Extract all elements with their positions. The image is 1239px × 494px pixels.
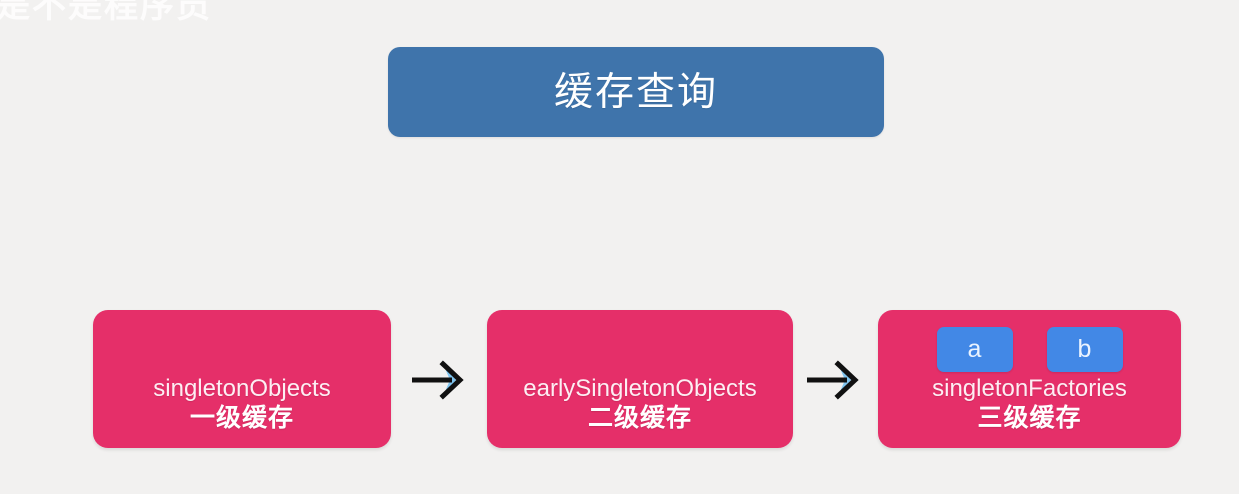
arrow-right-icon-2 (805, 358, 867, 402)
arrow-right-icon-1 (410, 358, 472, 402)
cache-level-label: 一级缓存 (189, 403, 294, 432)
cache-level-label: 二级缓存 (587, 403, 692, 432)
watermark-label: 是不是程序员 (0, 0, 212, 25)
factory-chip-label: a (967, 335, 982, 363)
cache-name-label: singletonFactories (932, 375, 1127, 403)
factory-chip-b[interactable]: b (1046, 327, 1123, 372)
cache-level-label: 三级缓存 (977, 403, 1082, 432)
cache-box-level-2[interactable]: earlySingletonObjects 二级缓存 (487, 310, 793, 448)
page-title: 缓存查询 (553, 70, 718, 114)
cache-name-label: earlySingletonObjects (523, 375, 757, 403)
factory-chip-row: a b (878, 327, 1181, 372)
factory-chip-label: b (1077, 335, 1092, 363)
title-banner: 缓存查询 (388, 47, 884, 137)
watermark-logo (230, 0, 276, 27)
watermark-text: 是不是程序员 (0, 0, 276, 27)
cache-box-level-1[interactable]: singletonObjects 一级缓存 (93, 310, 391, 448)
cache-name-label: singletonObjects (153, 375, 331, 403)
cache-box-level-3[interactable]: a b singletonFactories 三级缓存 (878, 310, 1181, 448)
factory-chip-a[interactable]: a (936, 327, 1013, 372)
